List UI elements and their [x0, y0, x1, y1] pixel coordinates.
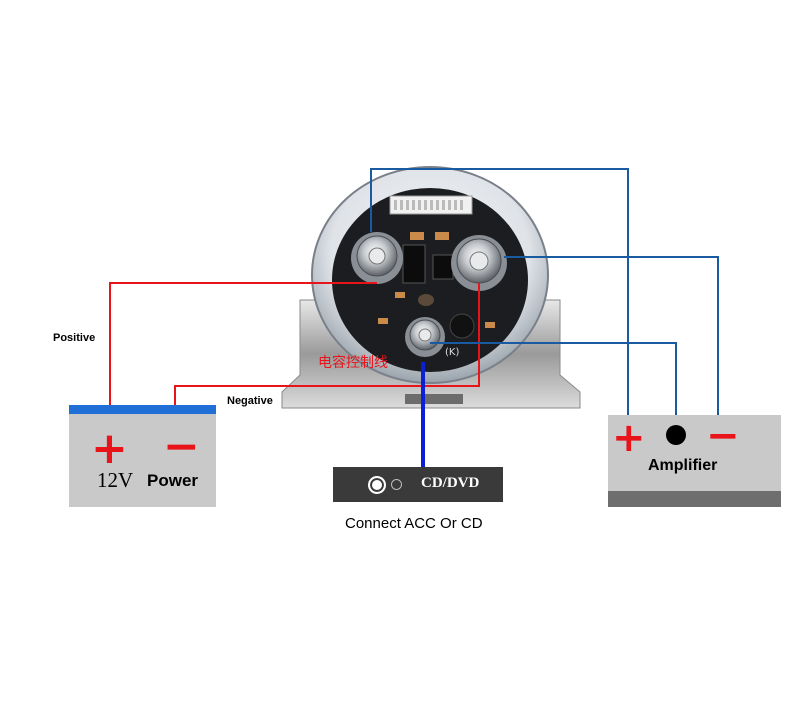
control-wire-label: 电容控制线 [318, 355, 388, 371]
positive-terminal-bolt [351, 232, 403, 284]
positive-wire [109, 282, 377, 410]
cd-dvd-label: CD/DVD [421, 475, 480, 491]
battery-plus-icon: + [91, 423, 128, 474]
negative-terminal-bolt [451, 235, 507, 291]
amplifier-name: Amplifier [648, 457, 718, 474]
amp-negative-wire [504, 256, 719, 418]
remote-terminal-bolt [405, 317, 445, 357]
battery-stripe [69, 405, 216, 414]
amp-remote-wire [430, 342, 677, 426]
amplifier-box: + − Amplifier [608, 415, 781, 507]
positive-label: Positive [53, 332, 96, 344]
connect-label: Connect ACC Or CD [345, 515, 483, 532]
battery-voltage: 12V [97, 468, 134, 492]
amplifier-minus-icon: − [706, 413, 740, 459]
negative-wire [174, 283, 480, 410]
disc-button-icon [368, 476, 386, 494]
cd-dvd-unit: CD/DVD [333, 467, 503, 502]
amplifier-bottom-stripe [608, 491, 781, 507]
disc-indicator-icon [391, 479, 402, 490]
battery-minus-icon: − [163, 421, 200, 472]
amp-positive-wire [370, 168, 629, 418]
battery-name: Power [147, 471, 199, 490]
capacitor-marking: (K) [445, 347, 459, 358]
battery-box: + − 12V Power [69, 405, 216, 507]
amplifier-remote-terminal-icon [666, 425, 686, 445]
negative-label: Negative [227, 395, 273, 407]
amplifier-plus-icon: + [612, 415, 646, 461]
